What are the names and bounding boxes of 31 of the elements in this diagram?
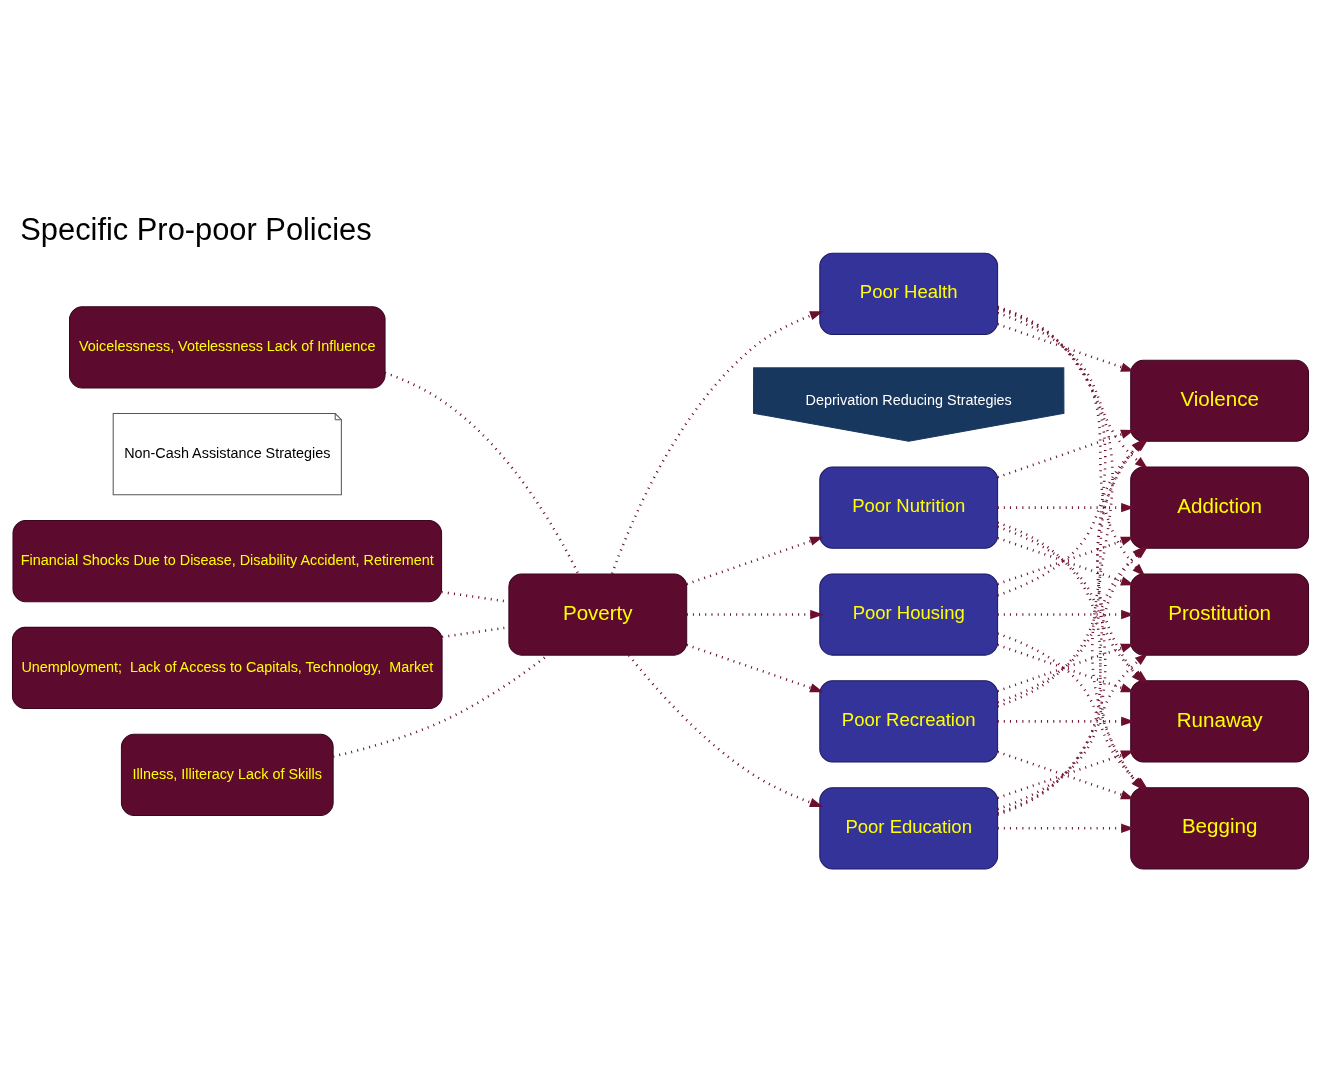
arrow: [628, 654, 824, 807]
arrow: [686, 643, 824, 692]
arrow: [686, 536, 824, 585]
arrow: [997, 750, 1135, 799]
node-box: Addiction: [1130, 466, 1310, 549]
node-box: Illness, Illiteracy Lack of Skills: [120, 733, 334, 816]
node-box: Poor Housing: [819, 572, 999, 656]
node-box: Poor Health: [819, 252, 999, 335]
connector: [384, 371, 580, 574]
node-box: Violence: [1130, 359, 1310, 442]
arrow: [997, 502, 1135, 512]
node-box: Poor Education: [819, 786, 999, 869]
arrow: [997, 322, 1135, 372]
node-box: Poor Recreation: [819, 679, 999, 762]
arrow: [997, 429, 1135, 478]
arrow: [997, 536, 1135, 585]
arrow: [610, 310, 824, 574]
node-box: Financial Shocks Due to Disease, Disability Accident, Retirement: [12, 519, 443, 602]
node-box: Unemployment; Lack of Access to Capitals, Technology, Market: [11, 626, 443, 709]
arrow: [997, 609, 1135, 619]
arrow: [686, 609, 824, 619]
node-box: Runaway: [1130, 679, 1310, 762]
node-box: Poverty: [508, 572, 688, 656]
node-box: Begging: [1130, 786, 1310, 869]
arrow: [997, 643, 1135, 692]
node-box: Voicelessness, Votelessness Lack of Influence: [69, 305, 386, 388]
arrow: [997, 716, 1135, 726]
diagram-title: Specific Pro-poor Policies: [20, 211, 372, 247]
node-box: Prostitution: [1130, 572, 1310, 656]
node-box: Poor Nutrition: [819, 466, 999, 549]
arrow: [997, 823, 1135, 833]
